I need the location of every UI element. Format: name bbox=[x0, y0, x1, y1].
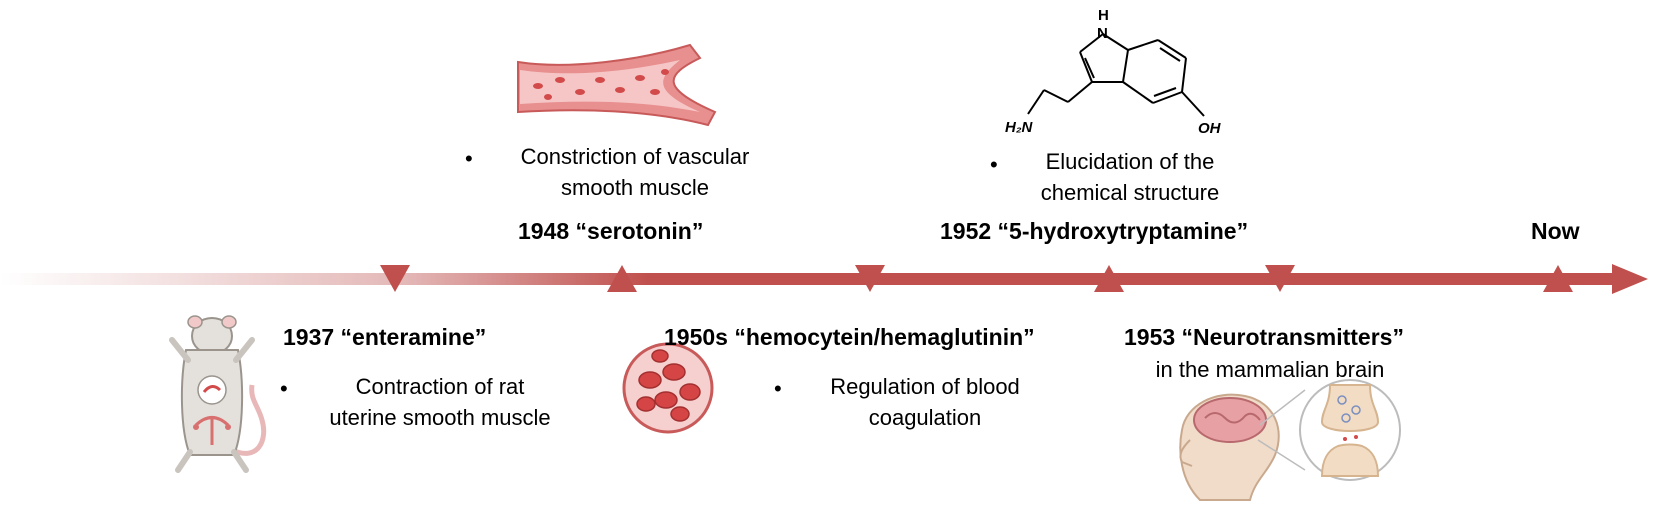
bullet-1948: • bbox=[465, 146, 473, 171]
bullet-1950s: • bbox=[774, 376, 782, 401]
event-1950s-desc-line-2: coagulation bbox=[868, 405, 982, 430]
marker-now bbox=[1543, 265, 1573, 292]
marker-1950s bbox=[855, 265, 885, 292]
event-1948-desc-line-1: Constriction of vascular bbox=[520, 144, 750, 169]
event-1948-desc-line-2: smooth muscle bbox=[561, 175, 709, 200]
timeline-arrow bbox=[0, 264, 1648, 294]
event-1937-desc-line-1: Contraction of rat bbox=[355, 374, 525, 399]
bullet-1937: • bbox=[280, 376, 288, 401]
brain-synapse-icon bbox=[1179, 379, 1401, 501]
event-1952-desc-line-1: Elucidation of the bbox=[1045, 149, 1215, 174]
marker-1952 bbox=[1094, 265, 1124, 292]
event-1937-title: 1937 “enteramine” bbox=[283, 324, 487, 350]
event-1948-description: Constriction of vascular smooth muscle bbox=[490, 141, 780, 203]
molecule-n-label: N bbox=[1097, 25, 1108, 42]
marker-1948 bbox=[607, 265, 637, 292]
bullet-1952: • bbox=[990, 152, 998, 177]
serotonin-molecule-icon bbox=[1027, 33, 1205, 117]
event-1953-title: 1953 “Neurotransmitters” bbox=[1124, 324, 1404, 350]
event-1953-desc-line-1: in the mammalian brain bbox=[1155, 357, 1385, 382]
event-1952-title: 1952 “5-hydroxytryptamine” bbox=[940, 218, 1249, 244]
event-1950s-title: 1950s “hemocytein/hemaglutinin” bbox=[664, 324, 1035, 350]
event-1952-desc-line-2: chemical structure bbox=[1040, 180, 1220, 205]
marker-1953 bbox=[1265, 265, 1295, 292]
marker-1937 bbox=[380, 265, 410, 292]
blood-vessel-icon bbox=[517, 43, 717, 127]
event-1952-description: Elucidation of the chemical structure bbox=[1010, 146, 1250, 208]
molecule-oh-label: OH bbox=[1198, 120, 1222, 137]
event-1948-title: 1948 “serotonin” bbox=[518, 218, 704, 244]
molecule-amine-label: H₂N bbox=[1005, 119, 1034, 136]
red-blood-cells-icon bbox=[622, 342, 714, 434]
molecule-nh-label: H bbox=[1098, 7, 1109, 24]
timeline-markers bbox=[380, 265, 1573, 292]
event-1950s-description: Regulation of blood coagulation bbox=[800, 371, 1050, 433]
event-1950s-desc-line-1: Regulation of blood bbox=[830, 374, 1020, 399]
event-now-title: Now bbox=[1531, 218, 1580, 244]
event-1937-description: Contraction of rat uterine smooth muscle bbox=[300, 371, 580, 433]
event-1953-description: in the mammalian brain bbox=[1130, 354, 1410, 385]
rat-icon bbox=[169, 315, 267, 473]
event-1937-desc-line-2: uterine smooth muscle bbox=[329, 405, 551, 430]
